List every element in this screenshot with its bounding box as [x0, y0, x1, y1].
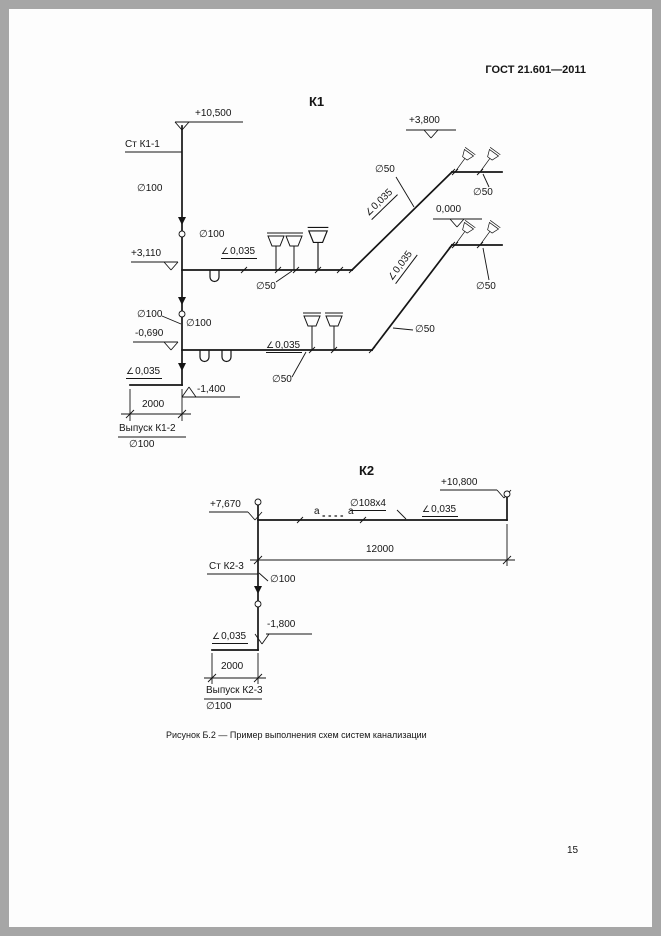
k1-outlet-label: Выпуск К1-2 [119, 423, 176, 434]
k1-riser-label: Ст К1-1 [125, 139, 160, 150]
k2-riser-label: Ст К2-3 [209, 561, 244, 572]
revision-circle-icon [254, 600, 262, 608]
k2-outlet-label: Выпуск К2-3 [206, 685, 263, 696]
slope-icon: ∠ [221, 246, 230, 256]
k1-elevation-top: +10,500 [195, 108, 232, 119]
wc-fixture-icon [284, 232, 304, 271]
k1-elevation-outlet: -1,400 [197, 384, 226, 395]
slope-icon: ∠ [126, 366, 135, 376]
wc-fixture-icon [307, 226, 329, 271]
k1-diag2-diameter: ∅50 [415, 324, 435, 335]
k1-pipe2-slope: ∠0,035 [266, 339, 303, 353]
flow-arrow-icon [178, 217, 186, 225]
wc-fixture-icon [266, 232, 286, 271]
revision-circle-icon [178, 310, 186, 318]
slope-value: 0,035 [135, 366, 161, 377]
slope-value: 0,035 [221, 631, 247, 642]
k1-thin-lines [118, 121, 490, 438]
slope-icon: ∠ [422, 504, 431, 514]
k1-elevation-floor1: -0,690 [135, 328, 164, 339]
slope-value: 0,035 [230, 246, 256, 257]
slope-icon: ∠ [212, 631, 221, 641]
k1-pipe2-diameter: ∅100 [186, 318, 212, 329]
revision-circle-icon [178, 230, 186, 238]
k2-pipe-diameter: ∅108x4 [350, 498, 386, 511]
k1-pipe2-branch-diameter: ∅50 [272, 374, 292, 385]
k2-section-mark-right: а [348, 506, 354, 517]
k1-system-title: К1 [309, 94, 325, 109]
k1-dimension-2000: 2000 [142, 399, 165, 410]
vent-terminal-icon [503, 490, 511, 498]
k2-thin-lines [204, 489, 515, 700]
k2-dimension-12000: 12000 [366, 544, 394, 555]
slope-icon: ∠ [266, 340, 275, 350]
k2-outlet-diameter: ∅100 [206, 701, 232, 712]
k2-elevation-right-top: +10,800 [441, 477, 478, 488]
vent-terminal-icon [254, 498, 262, 506]
flow-arrow-icon [178, 363, 186, 371]
k1-right2-diameter: ∅50 [476, 281, 496, 292]
flow-arrow-icon [254, 586, 262, 594]
k1-fixtures [266, 146, 501, 351]
k2-outlet-slope: ∠0,035 [212, 630, 249, 644]
k2-elevation-left-top: +7,670 [210, 499, 241, 510]
k2-riser-diameter: ∅100 [270, 574, 296, 585]
wc-fixture-icon [324, 312, 344, 351]
k1-diag1-diameter: ∅50 [375, 164, 395, 175]
slope-value: 0,035 [275, 340, 301, 351]
k1-flow-symbols [178, 217, 186, 371]
k1-pipes [129, 125, 503, 386]
page-number: 15 [567, 845, 579, 856]
k1-pipe1-branch-diameter: ∅50 [256, 281, 276, 292]
k1-elevation-floor2: +3,110 [131, 248, 162, 259]
flow-arrow-icon [178, 297, 186, 305]
k2-system-title: К2 [359, 463, 375, 478]
wc-fixture-icon [302, 312, 322, 351]
figure-caption: Рисунок Б.2 — Пример выполнения схем сис… [166, 730, 427, 740]
slope-value: 0,035 [431, 504, 457, 515]
k1-riser-diameter: ∅100 [137, 183, 163, 194]
k2-pipes [211, 496, 508, 651]
k1-right1-diameter: ∅50 [473, 187, 493, 198]
k1-riser-mid-diameter: ∅100 [137, 309, 163, 320]
k1-pipe1-slope: ∠0,035 [221, 245, 258, 259]
k1-outlet-diameter: ∅100 [129, 439, 155, 450]
k2-main-slope: ∠0,035 [422, 503, 459, 517]
k2-dimension-2000: 2000 [221, 661, 244, 672]
k1-traps [199, 270, 232, 363]
k1-elevation-zero: 0,000 [436, 204, 462, 215]
k2-flow-symbols [254, 490, 511, 608]
standard-designation: ГОСТ 21.601—2011 [485, 64, 586, 76]
k2-section-mark-left: а [314, 506, 320, 517]
k1-pipe1-diameter: ∅100 [199, 229, 225, 240]
paper-sheet [9, 9, 652, 927]
k2-elevation-outlet: -1,800 [267, 619, 296, 630]
k1-outlet-slope: ∠0,035 [126, 365, 163, 379]
k1-elevation-right-top: +3,800 [409, 115, 440, 126]
